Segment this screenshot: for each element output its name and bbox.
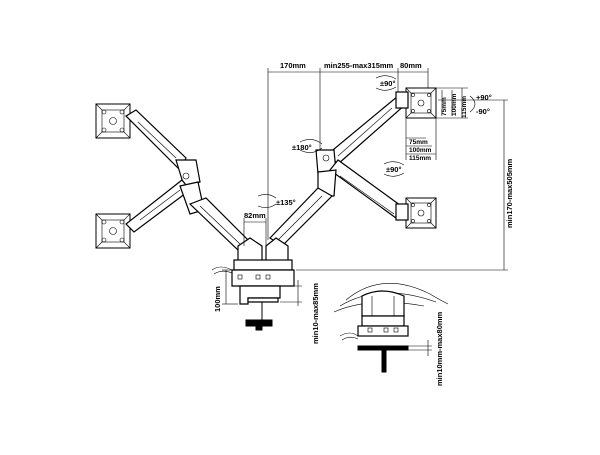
- dimension-lines: [222, 68, 508, 306]
- left-upper-arm: [125, 109, 201, 187]
- right-upper-vesa-plate: [405, 87, 437, 119]
- label-vesa-75-h: 75mm: [441, 97, 448, 116]
- label-tilt-down: -90°: [476, 107, 490, 116]
- label-pole-gap: 82mm: [244, 211, 266, 220]
- left-lower-arm: [125, 179, 249, 251]
- label-arm-reach-a: 170mm: [280, 61, 306, 70]
- label-vesa-115: 115mm: [409, 155, 431, 162]
- grommet-detail: [333, 283, 449, 373]
- left-lower-vesa-plate: [95, 213, 131, 249]
- label-vesa-100-h: 100mm: [451, 93, 458, 116]
- label-desk-clamp-height: 100mm: [213, 286, 222, 312]
- label-grommet-range: min10mm-max80mm: [435, 311, 444, 386]
- label-vesa-115-h: 115mm: [461, 96, 468, 118]
- label-clamp-range: min10-max85mm: [311, 283, 320, 344]
- label-vesa-100: 100mm: [409, 147, 432, 154]
- label-base-swivel: ±135°: [276, 198, 296, 207]
- label-arm-reach-b: min255-max315mm: [324, 61, 394, 70]
- left-upper-vesa-plate: [95, 103, 131, 139]
- rotation-arrows: [257, 75, 476, 208]
- label-vesa-75: 75mm: [409, 139, 428, 146]
- center-pole: [211, 237, 295, 287]
- desk-clamp: [239, 285, 281, 331]
- right-lower-arm: [269, 159, 409, 247]
- right-lower-vesa-plate: [405, 197, 437, 229]
- label-tilt-up: +90°: [476, 93, 492, 102]
- label-arm-swivel: ±180°: [292, 143, 312, 152]
- label-head-offset: 80mm: [400, 61, 422, 70]
- label-swivel-head-lower: ±90°: [386, 165, 401, 174]
- label-swivel-head: ±90°: [380, 79, 395, 88]
- label-height-range: min170-max505mm: [505, 158, 514, 228]
